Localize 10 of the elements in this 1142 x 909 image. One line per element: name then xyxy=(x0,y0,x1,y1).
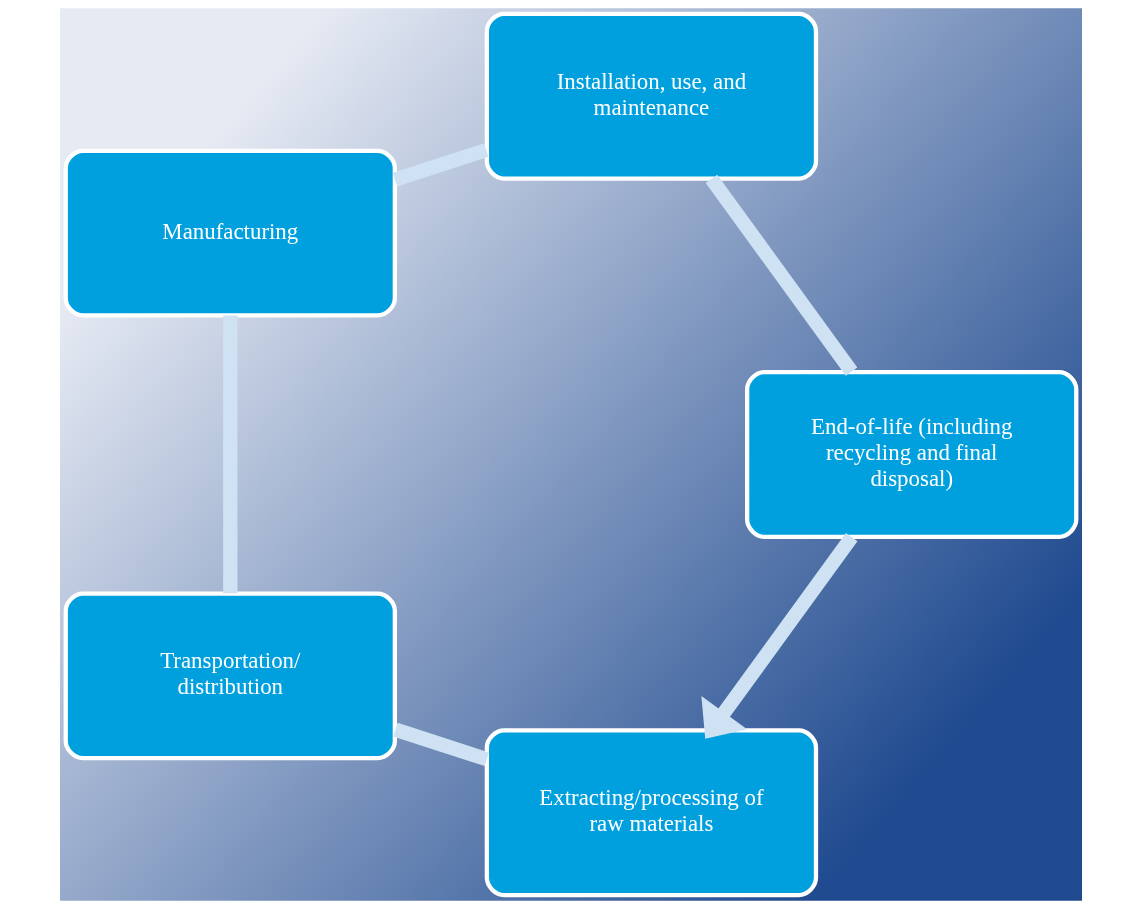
node-box: End-of-life (including recycling and final disposal) xyxy=(745,370,1079,539)
node-box: Installation, use, and maintenance xyxy=(484,11,819,181)
connector xyxy=(392,143,489,187)
node-box: Manufacturing xyxy=(63,148,397,318)
connector xyxy=(393,722,489,767)
connector xyxy=(705,174,858,376)
node-box: Extracting/processing of raw materials xyxy=(484,728,819,898)
connector xyxy=(223,315,238,594)
arrow xyxy=(701,532,858,739)
node-box: Transportation/ distribution xyxy=(63,591,397,761)
